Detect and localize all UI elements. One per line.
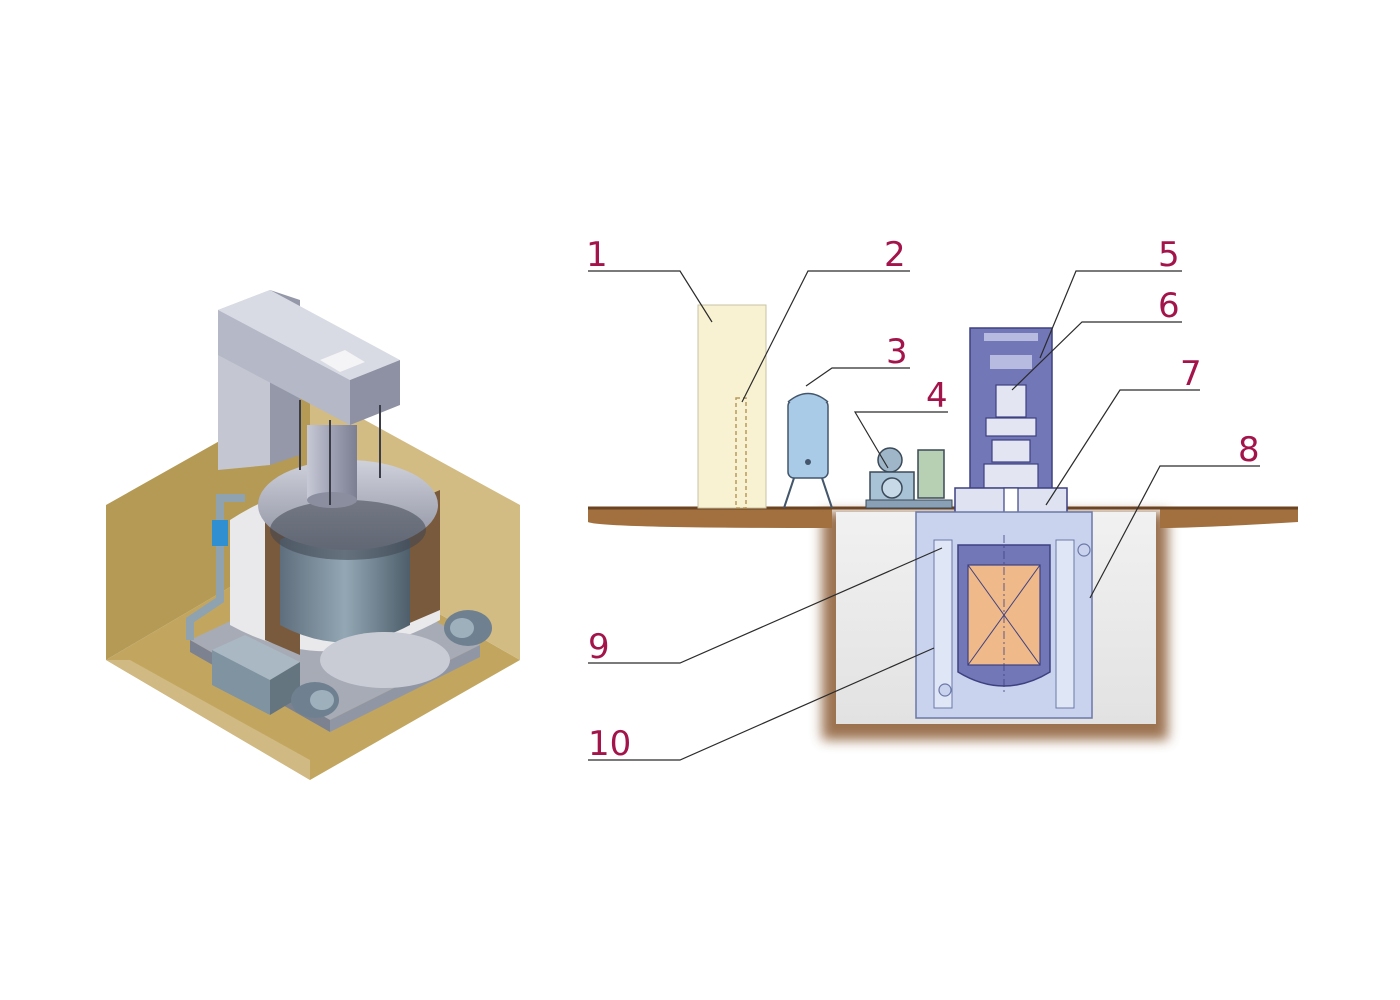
pump-impeller xyxy=(881,477,903,499)
callout-3: 3 xyxy=(886,332,908,372)
drive-column xyxy=(307,425,357,500)
leader-2 xyxy=(741,270,910,403)
bottom-port xyxy=(938,683,952,697)
side-port xyxy=(1077,543,1091,557)
floor-cover-disc xyxy=(320,632,450,688)
filter-tank-port xyxy=(805,459,811,465)
isometric-furnace-illustration xyxy=(106,290,520,780)
cabinet-sensor xyxy=(735,397,747,509)
iso-floor-shadow xyxy=(106,660,310,780)
drive-tower-slot xyxy=(990,355,1032,369)
leader-6 xyxy=(1011,321,1182,391)
drive-coupling-3 xyxy=(983,463,1039,489)
leader-9 xyxy=(588,547,943,664)
control-box-top xyxy=(212,635,300,680)
callout-5: 5 xyxy=(1158,235,1180,275)
callout-6: 6 xyxy=(1158,286,1180,326)
leader-4 xyxy=(853,411,948,469)
vessel-flange xyxy=(270,500,426,560)
ground-surface xyxy=(588,508,1298,528)
callout-9: 9 xyxy=(588,627,610,667)
heater-wall-right xyxy=(1055,539,1075,709)
pump-tank xyxy=(917,449,945,499)
drive-tower-cap xyxy=(984,333,1038,341)
blower-right-face xyxy=(450,618,474,638)
drive-coupling-1 xyxy=(985,417,1037,437)
heater-wall-left xyxy=(933,539,953,709)
callout-labels: 1 2 3 4 5 6 7 8 9 10 xyxy=(586,235,1260,764)
callout-10: 10 xyxy=(588,724,631,764)
callout-8: 8 xyxy=(1238,430,1260,470)
callout-4: 4 xyxy=(926,376,948,416)
pump-base xyxy=(865,499,953,509)
callout-1: 1 xyxy=(586,235,608,275)
hoist-arm-side xyxy=(350,360,400,425)
drive-motor xyxy=(995,384,1027,418)
leader-5 xyxy=(1039,270,1182,359)
drive-column-base xyxy=(307,492,357,508)
callout-2: 2 xyxy=(884,235,906,275)
blower-front-face xyxy=(310,690,334,710)
pump-unit xyxy=(865,447,953,509)
control-box-front xyxy=(212,650,270,715)
leader-7 xyxy=(1045,389,1200,506)
valve-blue xyxy=(212,520,228,546)
leader-8 xyxy=(1089,465,1260,599)
control-box-side xyxy=(270,662,300,715)
filter-tank xyxy=(787,399,829,479)
drive-coupling-2 xyxy=(991,439,1031,463)
filter-tank-top xyxy=(787,392,829,403)
control-cabinet xyxy=(697,304,767,509)
filter-tank-leg-right xyxy=(821,477,833,509)
piping-left xyxy=(186,494,245,640)
section-schematic xyxy=(588,304,1298,740)
leader-3 xyxy=(805,367,910,387)
leader-lines xyxy=(588,270,1260,761)
callout-7: 7 xyxy=(1180,354,1202,394)
filter-tank-leg-left xyxy=(783,477,795,509)
leader-10 xyxy=(588,647,935,761)
hoist-arm-front xyxy=(218,310,350,425)
hoist-arm-opening xyxy=(320,350,365,372)
leader-1 xyxy=(588,270,713,323)
pump-motor xyxy=(877,447,903,473)
